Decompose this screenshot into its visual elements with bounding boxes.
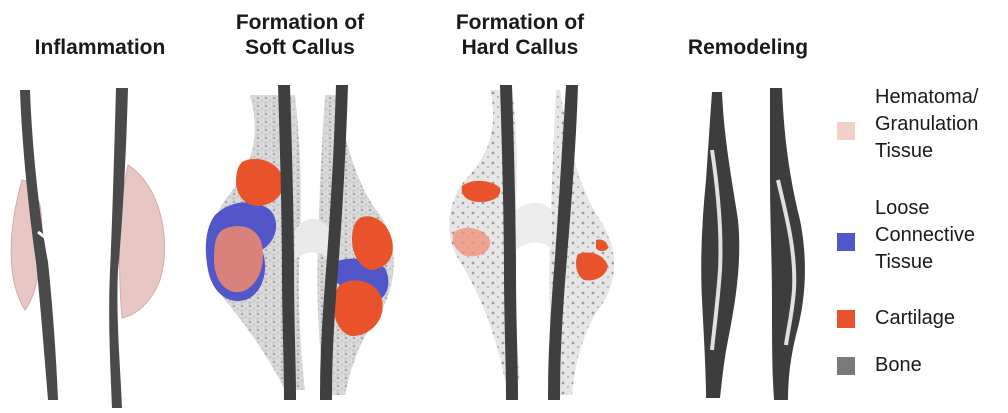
panel-remodeling: [701, 88, 805, 400]
bone-swatch: [837, 357, 855, 375]
panel-hard-callus: [449, 85, 614, 400]
legend-label-hematoma: Hematoma/ Granulation Tissue: [875, 84, 978, 165]
legend-label-bone: Bone: [875, 352, 922, 379]
legend-label-loose-connective: Loose Connective Tissue: [875, 195, 975, 276]
bone-remodeling-right: [770, 88, 805, 400]
cartilage-swatch: [837, 310, 855, 328]
legend-label-cartilage: Cartilage: [875, 305, 955, 332]
cartilage-soft-right-lower: [334, 280, 383, 336]
panel-inflammation: [11, 88, 164, 408]
hematoma-swatch: [837, 122, 855, 140]
panel-soft-callus: [206, 85, 394, 400]
fracture-healing-panels: [0, 0, 830, 413]
hematoma-region-right: [120, 165, 165, 318]
loose-connective-swatch: [837, 233, 855, 251]
